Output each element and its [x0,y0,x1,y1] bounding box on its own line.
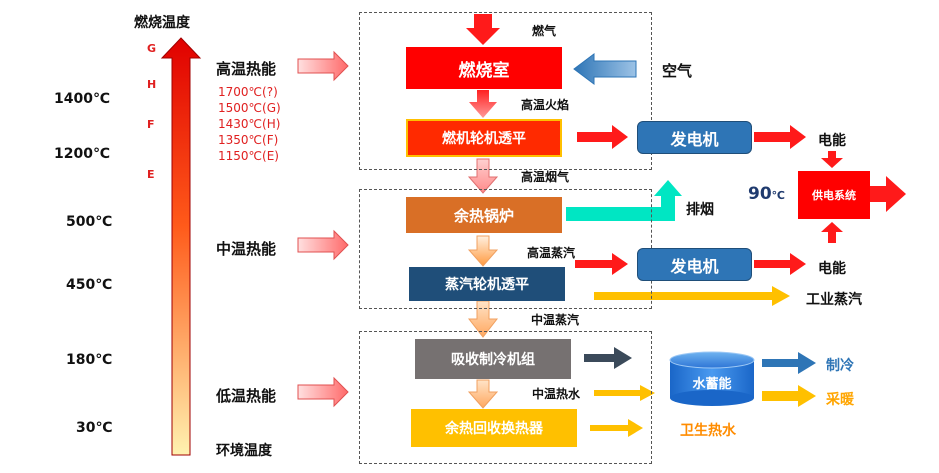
supply-temperature: 90℃ [748,184,785,204]
zone-arrow-mid [297,229,349,261]
cooling-label: 制冷 [826,358,854,374]
cooling-arrow [762,352,816,374]
fuel-label: 燃气 [532,24,557,38]
air-label: 空气 [662,62,693,80]
flue-gas-arrow [467,158,499,194]
turbine-class-item: 1700℃(?) [218,85,278,99]
mt-water-label: 中温热水 [532,387,581,401]
steam-down-arrow [467,235,499,267]
zone-arrow-low [297,376,349,408]
generator1-power-arrow [754,125,806,149]
hot-water-down-arrow [467,379,499,409]
grade-label: G [147,42,157,55]
combustor-box: 燃烧室 [406,47,562,89]
grade-label: H [147,78,157,91]
st-to-generator-arrow [575,253,628,275]
steam-turbine-box: 蒸汽轮机透平 [409,267,565,301]
heat-recovery-output-arrow [590,419,643,437]
hp-steam-label: 高温蒸汽 [527,246,576,260]
zone-arrow-high [297,50,349,82]
temperature-axis-arrow [160,37,202,456]
mid-steam-down-arrow [467,300,499,338]
gt-to-generator-arrow [577,125,628,149]
zone-label-mid: 中温热能 [216,240,277,258]
temp-label: 180℃ [66,352,113,368]
turbine-class-item: 1350℃(F) [218,133,279,147]
exhaust-label: 排烟 [686,202,714,218]
supply-temperature-unit: ℃ [771,189,785,202]
temp-label: 30℃ [76,420,113,436]
turbine-class-item: 1150℃(E) [218,149,279,163]
zone-label-high: 高温热能 [216,60,277,78]
exhaust-arrow [566,180,682,221]
heating-label: 采暖 [826,392,854,408]
axis-title: 燃烧温度 [134,15,190,31]
flame-label: 高温火焰 [521,98,570,112]
air-arrow [573,53,637,85]
temp-label: 1200℃ [54,146,110,162]
flame-arrow [469,90,497,118]
heating-arrow [762,385,816,407]
gas-turbine-box: 燃机轮机透平 [406,119,562,157]
power-supply-box: 供电系统 [798,171,870,219]
temp-label: 450℃ [66,277,113,293]
industrial-steam-label: 工业蒸汽 [806,292,862,308]
zone-label-low: 低温热能 [216,387,277,405]
grade-label: F [147,118,155,131]
turbine-class-item: 1500℃(G) [218,101,281,115]
generator-box-2: 发电机 [637,248,752,281]
fuel-arrow [466,14,500,45]
hrsg-box: 余热锅炉 [406,197,562,233]
turbine-class-list: 1700℃(?) 1500℃(G) 1430℃(H) 1350℃(F) 1150… [218,84,281,164]
power-label-2: 电能 [818,261,846,277]
high-temp-zone-frame [359,12,652,170]
mp-steam-label: 中温蒸汽 [531,313,580,327]
flue-gas-label: 高温烟气 [521,170,570,184]
axis-bottom-label: 环境温度 [216,443,272,459]
power2-up-arrow [821,222,843,243]
grade-label: E [147,168,155,181]
temp-label: 1400℃ [54,91,110,107]
low-temp-zone-frame [359,331,652,464]
heat-recovery-exchanger-box: 余热回收换热器 [411,409,577,447]
supply-temperature-value: 90 [748,184,772,204]
supply-output-arrow [870,176,906,212]
absorption-chiller-box: 吸收制冷机组 [415,339,571,379]
industrial-steam-arrow [594,286,790,306]
turbine-class-item: 1430℃(H) [218,117,281,131]
mid-water-arrow [594,385,655,401]
water-storage-label: 水蓄能 [692,376,732,392]
power1-down-arrow [821,151,843,168]
temp-label: 500℃ [66,214,113,230]
generator2-power-arrow [754,253,806,275]
absorption-output-arrow [584,347,632,369]
generator-box-1: 发电机 [637,121,752,154]
power-label-1: 电能 [818,133,846,149]
hot-water-label: 卫生热水 [680,423,736,439]
water-storage-tank [669,351,755,406]
